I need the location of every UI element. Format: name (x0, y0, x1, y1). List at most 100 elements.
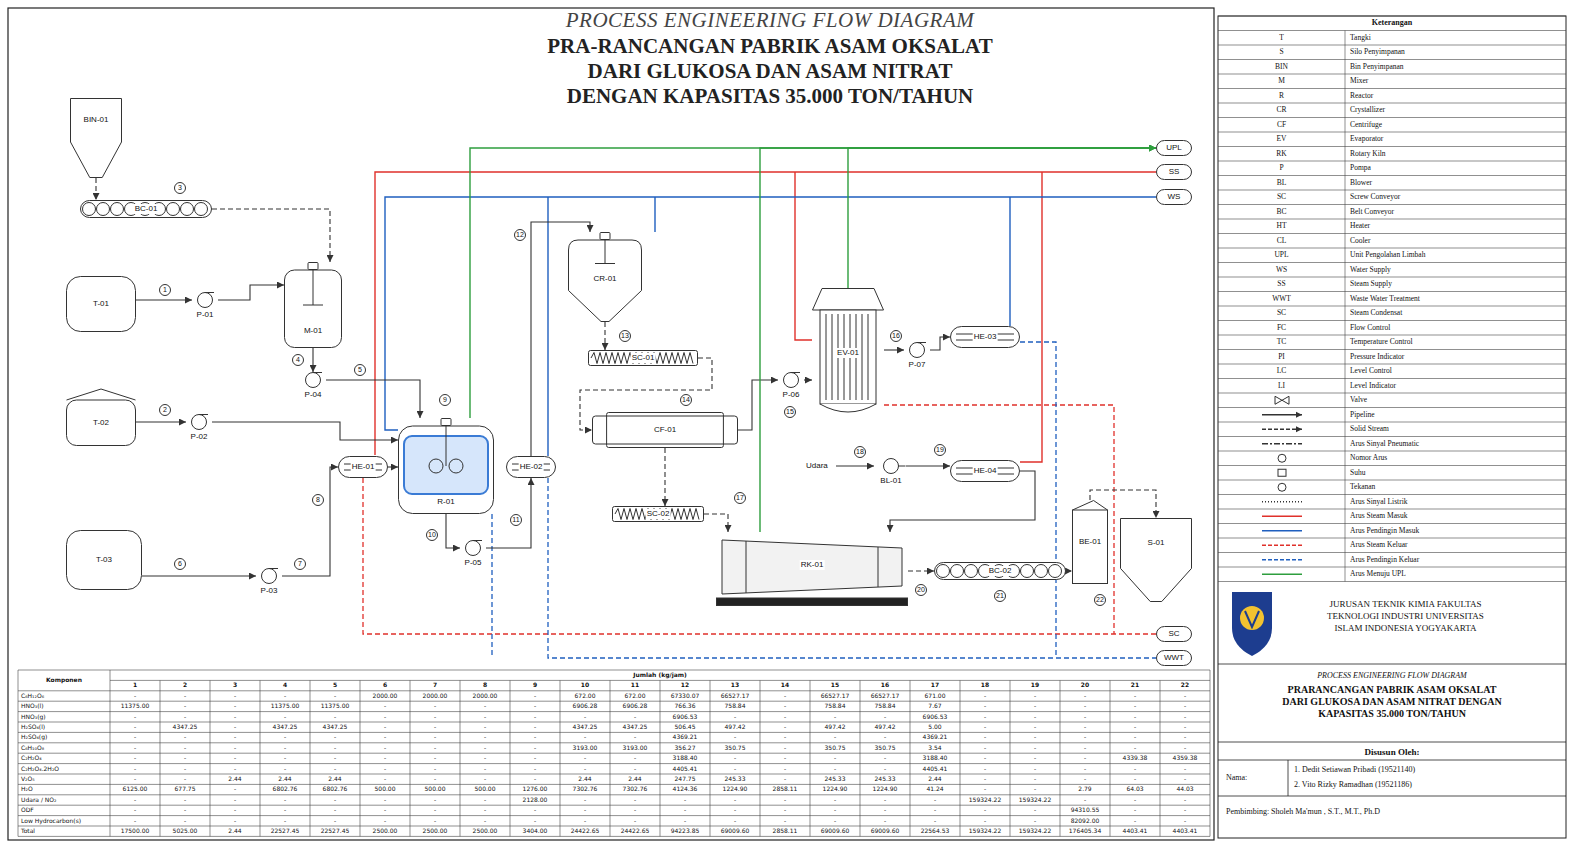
process-line (804, 379, 812, 380)
table-cell: 2500.00 (460, 826, 510, 836)
table-cell: 2.44 (610, 774, 660, 784)
table-cell: - (560, 732, 610, 742)
table-cell: - (1160, 774, 1210, 784)
equipment-tag: WS (1167, 192, 1182, 202)
equipment: CF-01 (592, 412, 738, 448)
table-rule (460, 680, 461, 836)
legend-code: CL (1218, 234, 1345, 249)
legend-rule (1218, 175, 1566, 176)
table-cell: - (1010, 753, 1060, 763)
equipment: HE-03 (950, 326, 1020, 348)
equipment-tag: BC-01 (134, 204, 159, 214)
table-cell: 4347.25 (260, 722, 310, 732)
table-cell: 6906.53 (660, 712, 710, 722)
table-cell: 500.00 (460, 784, 510, 794)
equipment-tag: T-03 (95, 555, 113, 565)
table-cell: - (910, 795, 960, 805)
legend-code: BIN (1218, 60, 1345, 75)
equipment-symbol (70, 98, 122, 178)
legend-rule (1218, 509, 1566, 510)
table-header: Jumlah (kg/jam) (110, 670, 1210, 680)
table-cell: 497.42 (860, 722, 910, 732)
equipment: HE-04 (950, 460, 1020, 482)
table-cell: - (710, 712, 760, 722)
legend-text: Arus Pendingin Masuk (1350, 524, 1419, 539)
table-cell: 6906.28 (610, 701, 660, 711)
legend-text: Arus Menuju UPL (1350, 567, 1406, 582)
table-cell: - (1010, 722, 1060, 732)
table-cell: - (1110, 691, 1160, 701)
component-name: Udara / NO₂ (21, 795, 108, 805)
equipment: BE-01 (1072, 500, 1108, 584)
legend-sample (1262, 443, 1302, 444)
table-cell: - (460, 743, 510, 753)
equipment: BC-02 (934, 562, 1066, 580)
institution-name: JURUSAN TEKNIK KIMIA FAKULTAS TEKNOLOGI … (1318, 598, 1493, 634)
table-cell: - (510, 816, 560, 826)
table-rule (18, 815, 1210, 816)
equipment-tag: S-01 (1147, 538, 1166, 548)
column-number: 15 (810, 680, 860, 690)
legend-text: Screw Conveyor (1350, 190, 1400, 205)
table-cell: - (160, 774, 210, 784)
table-cell: - (1110, 743, 1160, 753)
table-cell: - (760, 764, 810, 774)
component-name: Total (21, 826, 108, 836)
table-cell: - (410, 732, 460, 742)
table-cell: 5025.00 (160, 826, 210, 836)
table-cell: 3188.40 (910, 753, 960, 763)
legend-rule (1218, 465, 1566, 466)
legend-rule (1218, 291, 1566, 292)
stream-number: 12 (514, 229, 526, 241)
table-cell: - (1060, 701, 1110, 711)
table-cell: - (260, 743, 310, 753)
cooling-water-line (547, 197, 548, 456)
equipment-outline (1073, 510, 1108, 584)
table-cell: - (1110, 795, 1160, 805)
legend-sample (1262, 545, 1302, 546)
table-cell: - (110, 753, 160, 763)
table-rule (1210, 670, 1211, 836)
table-rule (18, 670, 1210, 671)
legend-text: Solid Stream (1350, 422, 1389, 437)
table-rule (18, 742, 1210, 743)
equipment-outline (1049, 565, 1062, 578)
process-line (282, 467, 338, 576)
column-number: 7 (410, 680, 460, 690)
stream-number: 4 (292, 354, 304, 366)
table-cell: - (1110, 816, 1160, 826)
legend-sample (1262, 516, 1302, 517)
table-cell: - (160, 805, 210, 815)
table-cell: 4359.38 (1160, 753, 1210, 763)
table-cell: - (1160, 701, 1210, 711)
component-name: V₂O₅ (21, 774, 108, 784)
waste-line (760, 148, 1156, 532)
table-cell: 2.44 (210, 774, 260, 784)
component-name: HNO₃(g) (21, 712, 108, 722)
table-cell: - (410, 795, 460, 805)
table-cell: - (960, 753, 1010, 763)
equipment-outline (306, 373, 321, 388)
legend-rule (1218, 480, 1566, 481)
table-cell: - (1010, 701, 1060, 711)
table-cell: - (310, 743, 360, 753)
equipment: P-07 (904, 342, 930, 370)
legend-code: CF (1218, 118, 1345, 133)
table-cell: - (210, 691, 260, 701)
column-number: 4 (260, 680, 310, 690)
table-cell: - (660, 805, 710, 815)
legend-sample (1278, 469, 1286, 476)
title-line: DENGAN KAPASITAS 35.000 TON/TAHUN (320, 84, 1220, 108)
table-rule (18, 701, 1210, 702)
table-cell: - (110, 805, 160, 815)
table-cell: 66527.17 (810, 691, 860, 701)
table-cell: - (110, 795, 160, 805)
table-cell: - (160, 732, 210, 742)
equipment-tag: M-01 (303, 326, 323, 336)
equipment-outline (784, 373, 799, 388)
legend-rule (1218, 219, 1566, 220)
table-cell: 1224.90 (810, 784, 860, 794)
table-cell: 6802.76 (260, 784, 310, 794)
table-rule (810, 680, 811, 836)
table-cell: - (110, 732, 160, 742)
